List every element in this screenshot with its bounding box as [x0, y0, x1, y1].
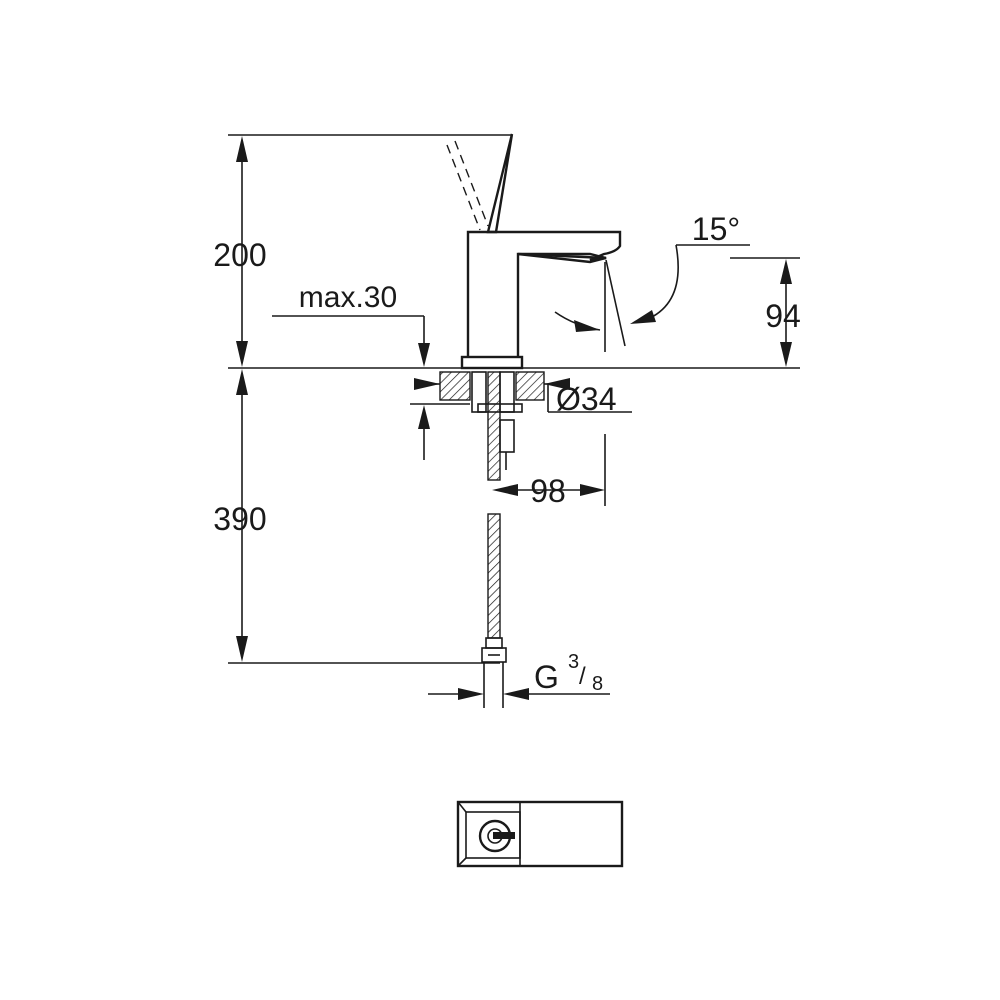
spout-height-dimension	[730, 257, 800, 367]
mounting-assembly	[430, 371, 556, 481]
lever-alt-position	[446, 144, 481, 231]
reach-label: 98	[530, 473, 566, 509]
max-thickness-label: max.30	[299, 281, 397, 314]
height-below-label: 390	[213, 501, 266, 537]
flexible-hose	[481, 513, 507, 708]
thread-dimension	[428, 688, 610, 700]
thread-label-numerator: 3	[568, 651, 579, 673]
reach-dimension	[492, 434, 606, 506]
hole-diameter-label: Ø34	[556, 381, 616, 417]
height-above-dimension	[228, 134, 512, 367]
thread-label-prefix: G	[534, 659, 559, 695]
hole-diameter-dimension	[414, 378, 632, 413]
max-thickness-dimension	[272, 315, 470, 460]
thread-label-slash: /	[579, 663, 586, 690]
swivel-angle-dimension	[554, 244, 750, 352]
spout-height-label: 94	[765, 298, 801, 334]
faucet-body	[446, 133, 622, 370]
swivel-angle-label: 15°	[692, 211, 740, 247]
thread-label-denominator: 8	[592, 673, 603, 695]
height-below-dimension	[228, 369, 500, 664]
top-view	[456, 800, 624, 868]
height-above-label: 200	[213, 237, 266, 273]
